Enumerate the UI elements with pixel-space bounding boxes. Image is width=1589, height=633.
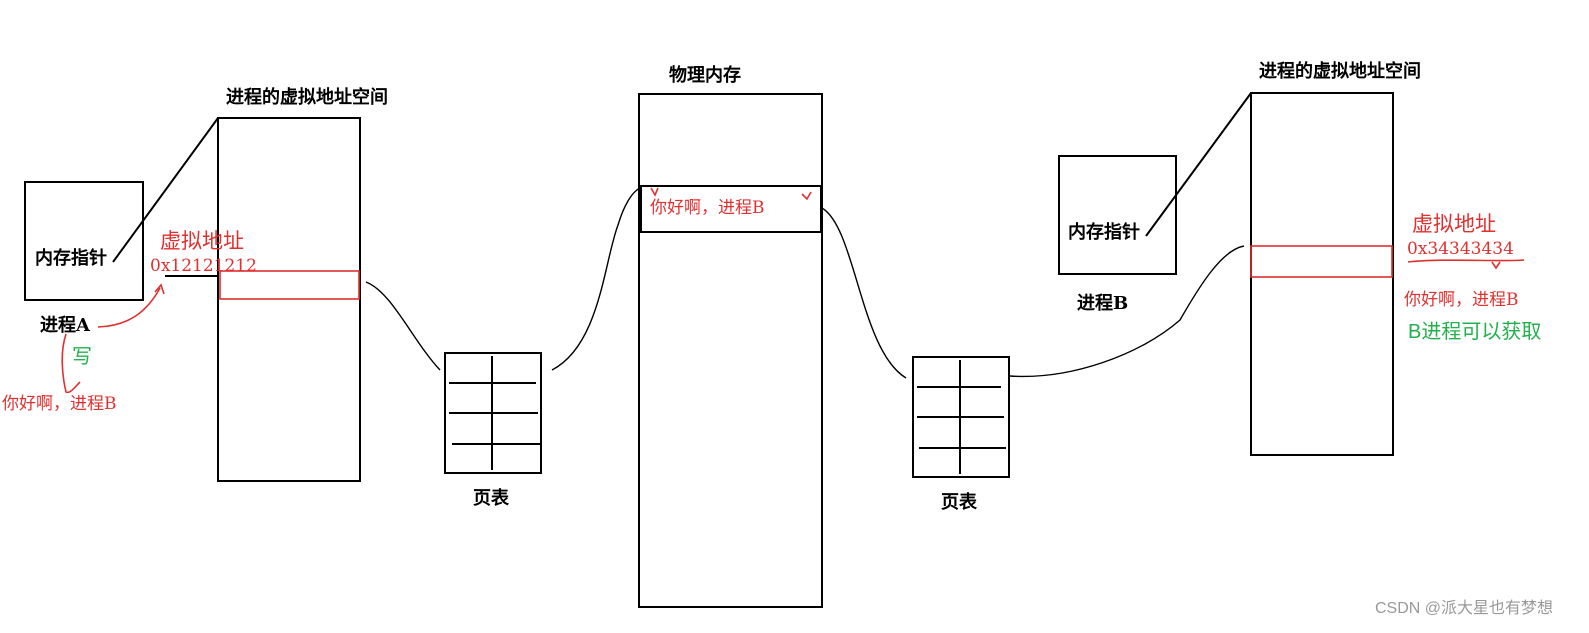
process-a-box xyxy=(24,181,144,301)
vas-a-to-page-table-a xyxy=(365,281,441,371)
process-a-label: 进程A xyxy=(40,315,91,336)
page-table-a-box xyxy=(444,352,542,474)
page-table-b-label: 页表 xyxy=(941,491,978,513)
memory-slot-check-right xyxy=(801,191,812,201)
watermark: CSDN @派大星也有梦想 xyxy=(1375,599,1553,617)
process-a-va-arrow xyxy=(97,287,161,328)
process-b-note: B进程可以获取 xyxy=(1408,320,1541,343)
page-table-b-to-vas-b xyxy=(1009,245,1245,378)
process-a-pointer-line xyxy=(112,117,219,263)
process-a-write-arrow xyxy=(61,333,81,394)
process-b-vas-rect xyxy=(1250,92,1394,456)
process-b-label: 进程B xyxy=(1077,293,1128,314)
process-b-pointer-line xyxy=(1145,92,1252,237)
process-b-va-underline xyxy=(1407,259,1525,263)
process-a-write-label: 写 xyxy=(72,346,92,368)
process-b-va-label: 虚拟地址 xyxy=(1412,213,1496,236)
process-b-va-mark xyxy=(1491,261,1501,270)
page-table-a-grid xyxy=(449,356,540,470)
mapping-connectors xyxy=(365,187,1245,379)
page-table-a-label: 页表 xyxy=(473,487,510,509)
process-b-va-slot xyxy=(1250,245,1393,278)
process-a-message: 你好啊，进程B xyxy=(2,394,117,414)
process-b-va-value: 0x34343434 xyxy=(1407,239,1514,259)
process-a-va-slot xyxy=(219,270,360,300)
process-a-va-arrowhead xyxy=(154,283,165,295)
page-table-a-to-memory xyxy=(551,187,641,371)
process-b-message: 你好啊，进程B xyxy=(1404,290,1519,310)
process-b-pointer-label: 内存指针 xyxy=(1068,221,1140,243)
page-table-b-box xyxy=(912,356,1010,478)
memory-slot-check-left xyxy=(650,187,659,197)
memory-to-page-table-b xyxy=(821,207,907,379)
process-a-pointer-label: 内存指针 xyxy=(35,247,107,269)
process-a-va-label: 虚拟地址 xyxy=(160,230,244,253)
physical-memory-rect xyxy=(638,93,823,608)
page-table-b-grid xyxy=(917,360,1006,474)
process-a-vas-rect xyxy=(217,117,361,482)
process-b-box xyxy=(1058,155,1177,275)
physical-memory-slot xyxy=(640,185,822,233)
physical-memory-message: 你好啊，进程B xyxy=(650,198,765,218)
physical-memory-title: 物理内存 xyxy=(669,64,741,86)
process-a-vas-title: 进程的虚拟地址空间 xyxy=(226,86,388,108)
process-b-vas-title: 进程的虚拟地址空间 xyxy=(1259,60,1421,82)
process-a-va-value: 0x12121212 xyxy=(150,256,257,276)
